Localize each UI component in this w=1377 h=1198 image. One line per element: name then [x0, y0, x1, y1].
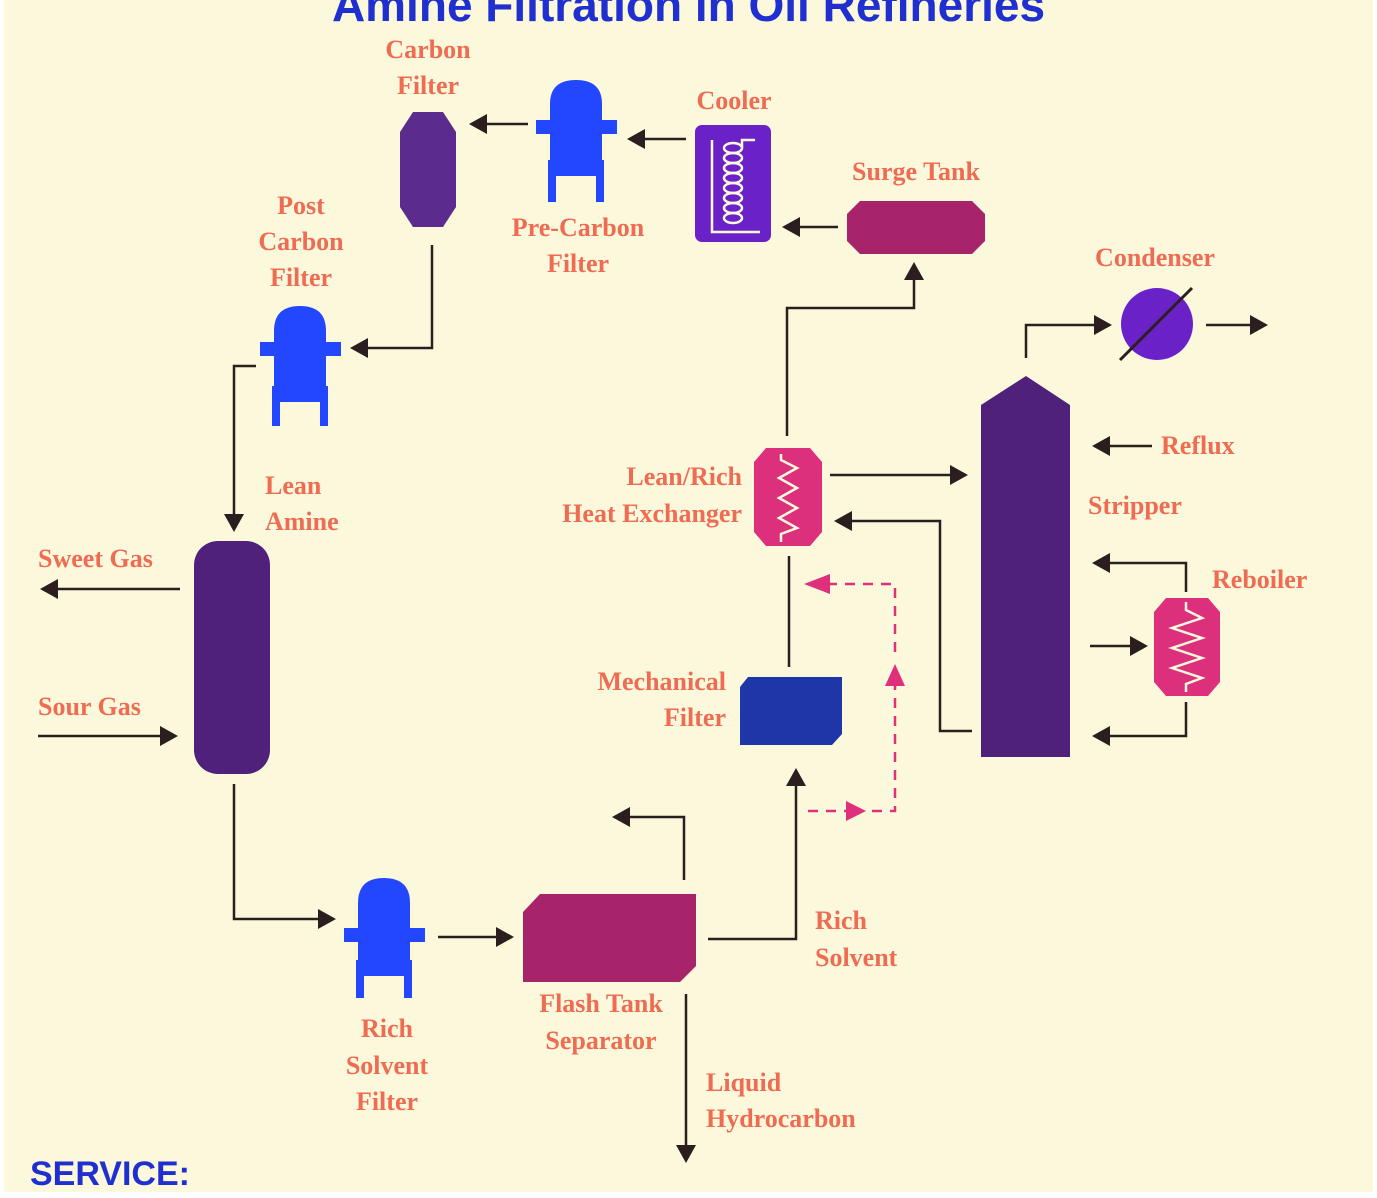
label-sweet-gas: Sweet Gas [38, 544, 153, 573]
label-heat-exchanger-2: Heat Exchanger [562, 499, 742, 528]
label-mechanical-filter-1: Mechanical [597, 667, 726, 696]
label-mechanical-filter-2: Filter [664, 703, 726, 732]
label-condenser: Condenser [1095, 243, 1215, 272]
label-reboiler: Reboiler [1212, 565, 1307, 594]
rich-solvent-filter-vessel [344, 878, 425, 998]
label-rich-solvent-filter-3: Filter [356, 1087, 418, 1116]
label-liquid-hydrocarbon-2: Hydrocarbon [706, 1104, 856, 1133]
absorber-column [194, 541, 270, 774]
label-surge-tank: Surge Tank [852, 157, 980, 186]
pre-carbon-filter-vessel [536, 80, 617, 202]
label-sour-gas: Sour Gas [38, 692, 141, 721]
label-flash-tank-2: Separator [545, 1026, 656, 1055]
label-pre-carbon-filter-2: Filter [547, 249, 609, 278]
label-flash-tank-1: Flash Tank [539, 989, 663, 1018]
page-title: Amine Filtration in Oil Refineries [331, 0, 1046, 31]
label-reflux: Reflux [1161, 431, 1235, 460]
flow-lines [38, 114, 1268, 1163]
cooler-vessel [695, 125, 771, 242]
reboiler-exchanger [1154, 598, 1220, 696]
label-post-carbon-filter-2: Carbon [258, 227, 344, 256]
equipment-labels: Carbon Filter Cooler Surge Tank Pre-Carb… [38, 35, 1307, 1133]
label-heat-exchanger-1: Lean/Rich [626, 462, 742, 491]
service-heading: SERVICE: [30, 1155, 190, 1193]
label-liquid-hydrocarbon-1: Liquid [706, 1068, 782, 1097]
label-post-carbon-filter-1: Post [277, 191, 325, 220]
flash-tank-vessel [523, 894, 696, 982]
lean-rich-heat-exchanger [754, 448, 822, 546]
label-rich-solvent-filter-2: Solvent [346, 1051, 429, 1080]
label-rich-solvent-filter-1: Rich [361, 1014, 414, 1043]
label-lean-amine-2: Amine [265, 507, 339, 536]
label-rich-solvent-2: Solvent [815, 943, 898, 972]
post-carbon-filter-vessel [260, 306, 341, 426]
stripper-column [981, 376, 1070, 757]
mechanical-filter-vessel [740, 677, 842, 745]
label-post-carbon-filter-3: Filter [270, 263, 332, 292]
label-carbon-filter-1: Carbon [385, 35, 471, 64]
surge-tank-vessel [847, 201, 985, 254]
label-pre-carbon-filter-1: Pre-Carbon [512, 213, 645, 242]
condenser-vessel [1118, 286, 1194, 362]
label-rich-solvent-1: Rich [815, 906, 868, 935]
label-cooler: Cooler [696, 86, 771, 115]
carbon-filter-vessel [400, 112, 456, 227]
label-carbon-filter-2: Filter [397, 71, 459, 100]
label-stripper: Stripper [1088, 491, 1182, 520]
label-lean-amine-1: Lean [265, 471, 322, 500]
